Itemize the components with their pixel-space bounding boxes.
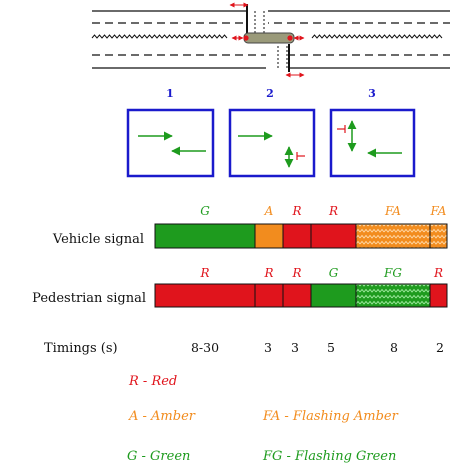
vehicle-segment-red	[310, 223, 357, 249]
pedestrian-signal-label: Pedestrian signal	[32, 291, 146, 306]
pedestrian-state-label: R	[433, 266, 443, 280]
vehicle-state-label: FA	[430, 204, 447, 218]
legend-flashing-green: FG - Flashing Green	[262, 449, 396, 464]
zigzag-marking-right	[311, 34, 443, 39]
vehicle-state-label: FA	[384, 204, 401, 218]
pedestrian-state-label: R	[199, 266, 209, 280]
timings-label: Timings (s)	[44, 341, 118, 356]
timing-value: 8	[390, 340, 398, 355]
pedestrian-state-label: FG	[383, 266, 402, 280]
crossing-upper	[246, 9, 268, 39]
vehicle-state-label: G	[200, 204, 210, 218]
phase-1-number: 1	[166, 87, 174, 100]
pedestrian-segment-red	[254, 283, 284, 308]
vehicle-state-label: R	[328, 204, 338, 218]
vehicle-signal-bar: G A R R FA FA	[154, 204, 448, 249]
timing-value: 2	[436, 340, 444, 355]
legend: R - Red A - Amber FA - Flashing Amber G …	[127, 374, 399, 464]
phase-3-box	[329, 108, 416, 178]
vehicle-segment-flashing-amber	[429, 223, 448, 249]
pedestrian-signal-bar: R R R G FG R	[154, 266, 448, 308]
vehicle-segment-amber	[254, 223, 284, 249]
pedestrian-segment-red	[429, 283, 448, 308]
vehicle-state-label: R	[291, 204, 301, 218]
vehicle-state-label: A	[264, 204, 274, 218]
legend-amber: A - Amber	[128, 409, 196, 424]
timing-value: 5	[327, 340, 335, 355]
timings-row: 8-30 3 3 5 8 2	[191, 340, 444, 355]
timing-value: 3	[291, 340, 299, 355]
vehicle-segment-flashing-amber	[355, 223, 431, 249]
timing-value: 3	[264, 340, 272, 355]
vehicle-segment-green	[154, 223, 256, 249]
phase-3-number: 3	[368, 87, 376, 100]
road-plan	[91, 2, 450, 78]
pedestrian-segment-red	[154, 283, 256, 308]
pedestrian-segment-red	[282, 283, 312, 308]
phase-2-box	[228, 108, 316, 178]
legend-red: R - Red	[128, 374, 177, 389]
pedestrian-state-label: R	[291, 266, 301, 280]
phase-2-number: 2	[266, 87, 274, 100]
legend-flashing-amber: FA - Flashing Amber	[262, 409, 399, 424]
pedestrian-state-label: G	[329, 266, 339, 280]
vehicle-signal-label: Vehicle signal	[52, 232, 144, 247]
refuge-island	[243, 32, 295, 44]
phase-1-box	[126, 108, 215, 178]
signal-head-right	[287, 35, 293, 41]
pedestrian-segment-flashing-green	[355, 283, 431, 308]
pedestrian-state-label: R	[263, 266, 273, 280]
vehicle-segment-red	[282, 223, 312, 249]
timing-value: 8-30	[191, 340, 219, 355]
signal-head-left	[243, 35, 249, 41]
pedestrian-segment-green	[310, 283, 357, 308]
legend-green: G - Green	[127, 449, 190, 464]
zigzag-marking-left	[91, 34, 228, 39]
